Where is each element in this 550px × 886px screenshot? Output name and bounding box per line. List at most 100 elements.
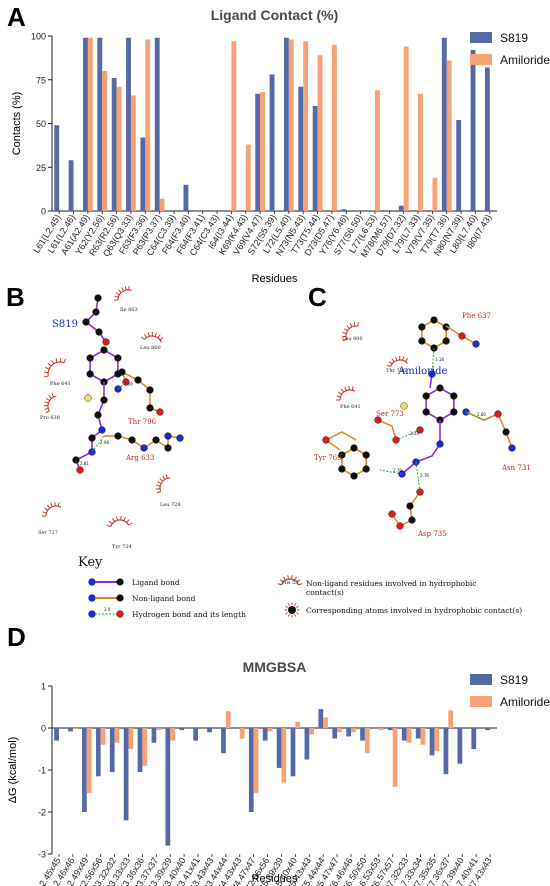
arc-lash [45, 398, 50, 401]
bar-s819 [68, 728, 73, 732]
bar-amiloride [303, 41, 309, 211]
key-ligand-bond-label: Ligand bond [132, 578, 180, 587]
key-atom [88, 610, 96, 618]
bar-amiloride [245, 144, 251, 211]
arc-lash [294, 614, 297, 617]
arc-lash [57, 502, 60, 507]
bar-amiloride [267, 728, 273, 732]
key-atom [116, 610, 124, 618]
arc-curve [281, 578, 299, 586]
bar-amiloride [309, 728, 314, 735]
legend-label: Amiloride [500, 695, 550, 709]
arc-lash [351, 386, 354, 391]
bar-s819 [298, 86, 304, 211]
arc-lash [45, 367, 50, 370]
arc-lash [124, 286, 127, 291]
arc-lash [42, 511, 47, 514]
bar-amiloride [331, 44, 337, 211]
bar-amiloride [288, 39, 294, 211]
residue-arg-633: Arg 633 [125, 454, 154, 462]
key-atom [116, 594, 124, 602]
arc-lash [45, 410, 50, 414]
ring-atom [418, 337, 426, 345]
arc-lash [159, 337, 164, 341]
ligand-atom [92, 308, 100, 316]
bar-s819 [95, 728, 101, 777]
hbond-phe637 [431, 347, 435, 375]
arc-lash [298, 583, 303, 586]
residue-ile-803: Ile 803 [120, 307, 138, 313]
arc-lash [55, 358, 58, 363]
arc-lash [159, 478, 163, 482]
chart-title: Ligand Contact (%) [211, 7, 339, 23]
bar-amiloride [432, 177, 438, 211]
residue-leu-800: Leu 800 [342, 336, 363, 342]
y-tick-label: 0 [41, 724, 46, 734]
oxygen-atom [156, 408, 164, 416]
legend-swatch [470, 674, 492, 685]
chart-title: MMGBSA [243, 659, 307, 675]
bar-amiloride [434, 728, 440, 752]
bar-s819 [179, 728, 185, 731]
ligand-atom [82, 318, 90, 326]
bar-amiloride [420, 728, 426, 745]
arc-curve [159, 477, 171, 492]
bar-s819 [262, 728, 268, 741]
thr-bond [120, 370, 161, 413]
arc-lash [123, 516, 126, 521]
bar-amiloride [350, 728, 356, 733]
arc-lash [277, 583, 282, 586]
arc-lash [338, 391, 342, 395]
bar-amiloride [156, 728, 162, 731]
ring-atom [418, 323, 426, 331]
arc-curve [47, 361, 65, 377]
bar-s819 [154, 37, 160, 211]
ligand-bond-chain [401, 420, 441, 475]
arc-lash [343, 328, 348, 332]
bar-s819 [165, 728, 171, 846]
bar-s819 [109, 728, 115, 773]
bar-s819 [111, 78, 117, 211]
phe637-ring [421, 319, 447, 349]
bar-s819 [443, 728, 449, 775]
oxygen-atom [458, 332, 466, 340]
key-corresponding-icon [284, 602, 300, 618]
residue-phe-637: Phe 637 [462, 312, 491, 320]
sulfur-atom [84, 394, 92, 402]
arc-lash [157, 334, 161, 339]
ring-atom [362, 451, 370, 459]
key-title: Key [78, 555, 103, 570]
arc-lash [287, 603, 290, 606]
nitrogen-atom [436, 440, 444, 448]
arc-lash [386, 364, 391, 368]
arc-leu800 [140, 331, 164, 343]
arc-lash [48, 395, 52, 399]
y-tick-label: -3 [38, 850, 46, 860]
ring-atom [362, 465, 370, 473]
key-atom [88, 594, 96, 602]
residue-atom [152, 436, 160, 444]
bar-s819 [457, 728, 463, 764]
residue-ser-773: Ser 773 [376, 410, 404, 418]
arc-lash [147, 332, 150, 337]
hbond-asp [415, 461, 421, 493]
arc-curve [143, 335, 162, 343]
arc-lash [44, 375, 49, 378]
ring-atom [422, 408, 430, 416]
y-tick-label: 100 [31, 32, 46, 42]
residue-phe-641: Phe 641 [340, 404, 361, 410]
bar-s819 [312, 106, 318, 211]
arc-curve [339, 389, 356, 401]
x-axis-label: Residues [252, 873, 298, 885]
residue-ser-727: Ser 727 [38, 530, 58, 536]
nitrogen-atom [472, 340, 480, 348]
arc-lash [44, 401, 49, 404]
residue-atom [134, 376, 142, 384]
ring-atom [86, 370, 94, 378]
ring-atom [436, 384, 444, 392]
panel-letter-b: B [6, 282, 25, 312]
residue-leu-728: Leu 728 [160, 502, 181, 508]
